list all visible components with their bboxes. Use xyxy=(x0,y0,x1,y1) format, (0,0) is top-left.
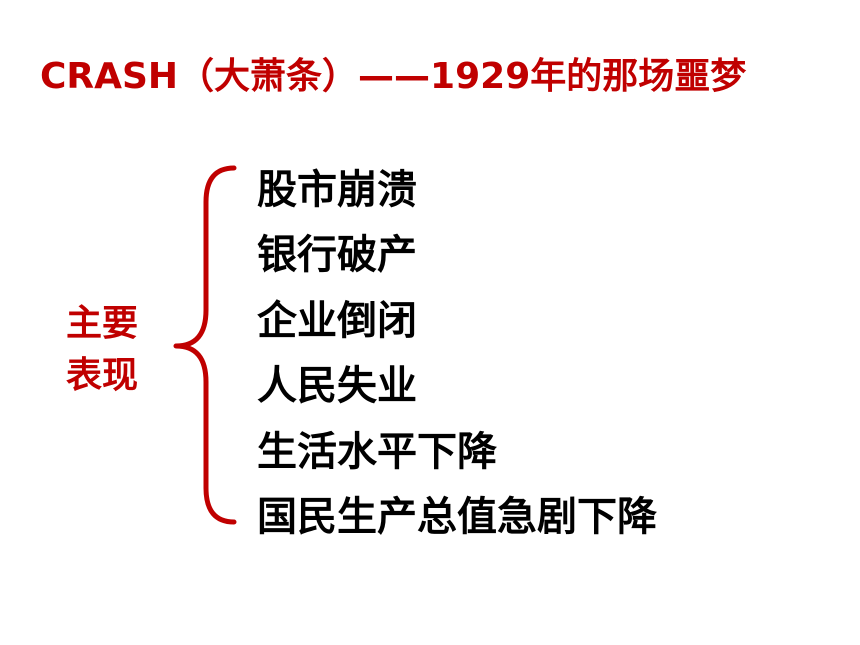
list-item: 银行破产 xyxy=(257,232,417,279)
list-item: 国民生产总值急剧下降 xyxy=(257,494,657,541)
curly-brace-icon xyxy=(173,165,237,525)
category-label-line-2: 表现 xyxy=(66,355,139,396)
manifestation-list: 股市崩溃 银行破产 企业倒闭 人民失业 生活水平下降 国民生产总值急剧下降 xyxy=(257,158,657,550)
list-item: 生活水平下降 xyxy=(257,428,497,475)
category-label: 主要 表现 xyxy=(66,298,162,402)
slide-title: CRASH（大萧条）——1929年的那场噩梦 xyxy=(40,56,747,97)
list-item: 企业倒闭 xyxy=(257,297,417,344)
list-item: 股市崩溃 xyxy=(257,167,417,213)
category-label-line-1: 主要 xyxy=(66,303,139,344)
list-item: 人民失业 xyxy=(257,363,417,410)
